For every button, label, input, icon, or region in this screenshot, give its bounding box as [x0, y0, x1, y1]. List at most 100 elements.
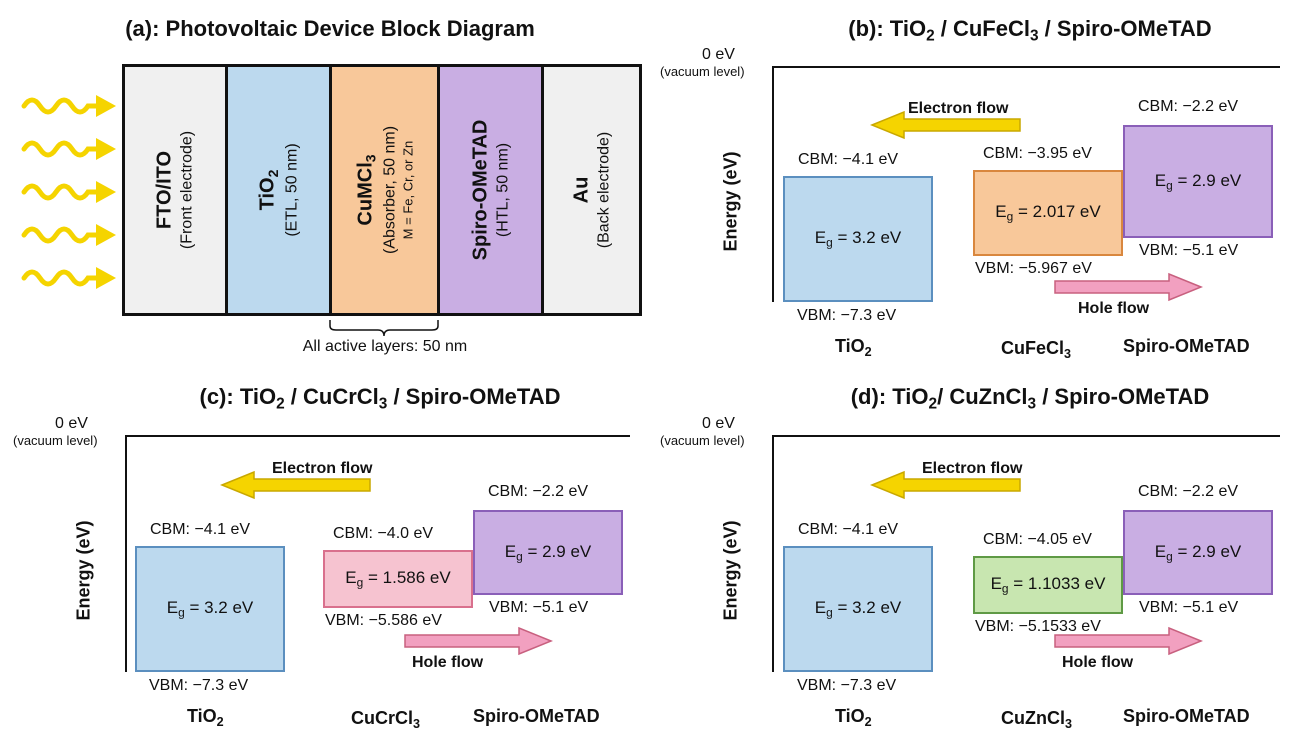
energy-axis — [772, 435, 774, 672]
energy-axis — [125, 435, 127, 672]
bandgap-value: Eg = 2.9 eV — [1154, 170, 1242, 193]
bandgap-value: Eg = 1.1033 eV — [990, 574, 1106, 596]
light-ray-arrowhead — [96, 181, 116, 203]
bandgap-value: Eg = 2.017 eV — [995, 202, 1101, 224]
light-ray-arrowhead — [96, 138, 116, 160]
tio2-vbm-label: VBM: −7.3 eV — [149, 677, 249, 694]
layer-name: FTO/ITO — [153, 150, 176, 230]
layer-description: (Absorber, 50 nm) — [380, 125, 398, 255]
spiro-band: Eg = 2.9 eV — [1123, 125, 1273, 238]
panel-b: (b): TiO2 / CuFeCl3 / Spiro-OMeTAD 0 eV(v… — [660, 0, 1301, 370]
electron-flow-arrow — [870, 470, 1021, 500]
hole-flow-label: Hole flow — [1062, 654, 1134, 671]
vacuum-level-note: (vacuum level) — [660, 64, 745, 79]
tio2-vbm-label: VBM: −7.3 eV — [797, 677, 897, 694]
panel-title: (b): TiO2 / CuFeCl3 / Spiro-OMeTAD — [848, 16, 1212, 45]
device-layer: FTO/ITO(Front electrode) — [125, 67, 228, 313]
energy-axis-label: Energy (eV) — [73, 520, 94, 621]
hole-flow-arrow — [1054, 272, 1203, 302]
absorber-band: Eg = 1.586 eV — [323, 550, 473, 608]
panel-a-title: (a): Photovoltaic Device Block Diagram — [125, 16, 535, 41]
absorber-band: Eg = 2.017 eV — [973, 170, 1123, 256]
layer-description: (ETL, 50 nm) — [282, 143, 300, 237]
bandgap-value: Eg = 2.9 eV — [1154, 541, 1242, 564]
panel-title: (c): TiO2 / CuCrCl3 / Spiro-OMeTAD — [199, 384, 561, 413]
device-layer: Au(Back electrode) — [544, 67, 639, 313]
spiro-band: Eg = 2.9 eV — [1123, 510, 1273, 595]
tio2-name: TiO2 — [835, 706, 872, 729]
absorber-name: CuCrCl3 — [351, 708, 421, 731]
light-ray — [21, 226, 103, 244]
hole-flow-label: Hole flow — [412, 654, 484, 671]
bandgap-value: Eg = 3.2 eV — [166, 598, 254, 620]
hole-flow-arrow — [1054, 626, 1203, 656]
device-layer: Spiro-OMeTAD(HTL, 50 nm) — [440, 67, 544, 313]
absorber-name: CuZnCl3 — [1001, 708, 1072, 731]
tio2-band: Eg = 3.2 eV — [783, 176, 933, 302]
bandgap-value: Eg = 3.2 eV — [814, 598, 902, 620]
tio2-cbm-label: CBM: −4.1 eV — [150, 521, 251, 538]
absorber-vbm-label: VBM: −5.586 eV — [325, 612, 442, 629]
absorber-band: Eg = 1.1033 eV — [973, 556, 1123, 614]
device-stack: FTO/ITO(Front electrode)TiO2(ETL, 50 nm)… — [122, 64, 642, 316]
hole-flow-label: Hole flow — [1078, 300, 1150, 317]
spiro-vbm-label: VBM: −5.1 eV — [1139, 599, 1239, 616]
spiro-cbm-label: CBM: −2.2 eV — [1138, 98, 1239, 115]
tio2-cbm-label: CBM: −4.1 eV — [798, 151, 899, 168]
vacuum-level-note: (vacuum level) — [13, 433, 98, 448]
vacuum-level-label: 0 eV — [702, 415, 735, 432]
hole-flow-arrow — [404, 626, 553, 656]
layer-name: Spiro-OMeTAD — [469, 119, 491, 261]
light-rays — [21, 95, 116, 289]
layer-description: (Front electrode) — [178, 130, 196, 250]
tio2-band: Eg = 3.2 eV — [783, 546, 933, 672]
spiro-band: Eg = 2.9 eV — [473, 510, 623, 595]
spiro-cbm-label: CBM: −2.2 eV — [488, 483, 589, 500]
electron-flow-label: Electron flow — [922, 460, 1023, 477]
spiro-name: Spiro-OMeTAD — [473, 706, 600, 726]
device-layer: CuMCl3(Absorber, 50 nm)M = Fe, Cr, or Zn — [332, 67, 440, 313]
layer-description: (Back electrode) — [595, 131, 612, 249]
bandgap-value: Eg = 3.2 eV — [814, 228, 902, 250]
light-ray — [21, 183, 103, 201]
energy-axis-label: Energy (eV) — [720, 520, 741, 621]
absorber-cbm-label: CBM: −3.95 eV — [983, 145, 1092, 162]
panel-title: (d): TiO2/ CuZnCl3 / Spiro-OMeTAD — [850, 384, 1210, 413]
electron-flow-label: Electron flow — [272, 460, 373, 477]
device-layer: TiO2(ETL, 50 nm) — [228, 67, 332, 313]
vacuum-level-line — [772, 435, 1280, 437]
vacuum-level-label: 0 eV — [702, 46, 735, 63]
spiro-name: Spiro-OMeTAD — [1123, 336, 1250, 356]
tio2-cbm-label: CBM: −4.1 eV — [798, 521, 899, 538]
active-layer-bracket — [329, 320, 439, 337]
light-ray-arrowhead — [96, 95, 116, 117]
layer-description: (HTL, 50 nm) — [494, 142, 511, 238]
layer-name: Au — [570, 176, 592, 204]
tio2-name: TiO2 — [835, 336, 872, 359]
spiro-name: Spiro-OMeTAD — [1123, 706, 1250, 726]
spiro-vbm-label: VBM: −5.1 eV — [1139, 242, 1239, 259]
tio2-vbm-label: VBM: −7.3 eV — [797, 307, 897, 324]
spiro-cbm-label: CBM: −2.2 eV — [1138, 483, 1239, 500]
light-ray-arrowhead — [96, 267, 116, 289]
energy-axis-label: Energy (eV) — [720, 151, 741, 252]
absorber-vbm-label: VBM: −5.1533 eV — [975, 618, 1101, 635]
layer-name: TiO2 — [256, 169, 281, 211]
vacuum-level-line — [125, 435, 630, 437]
absorber-vbm-label: VBM: −5.967 eV — [975, 260, 1092, 277]
electron-flow-label: Electron flow — [908, 100, 1009, 117]
bandgap-value: Eg = 2.9 eV — [504, 541, 592, 564]
bandgap-value: Eg = 1.586 eV — [345, 568, 451, 590]
absorber-name: CuFeCl3 — [1001, 338, 1072, 361]
bracket-label: All active layers: 50 nm — [302, 338, 468, 355]
vacuum-level-line — [772, 66, 1280, 68]
electron-flow-arrow — [220, 470, 371, 500]
layer-extra: M = Fe, Cr, or Zn — [399, 140, 415, 240]
absorber-cbm-label: CBM: −4.0 eV — [333, 525, 434, 542]
energy-axis — [772, 66, 774, 302]
absorber-cbm-label: CBM: −4.05 eV — [983, 531, 1092, 548]
light-ray — [21, 140, 103, 158]
light-ray-arrowhead — [96, 224, 116, 246]
